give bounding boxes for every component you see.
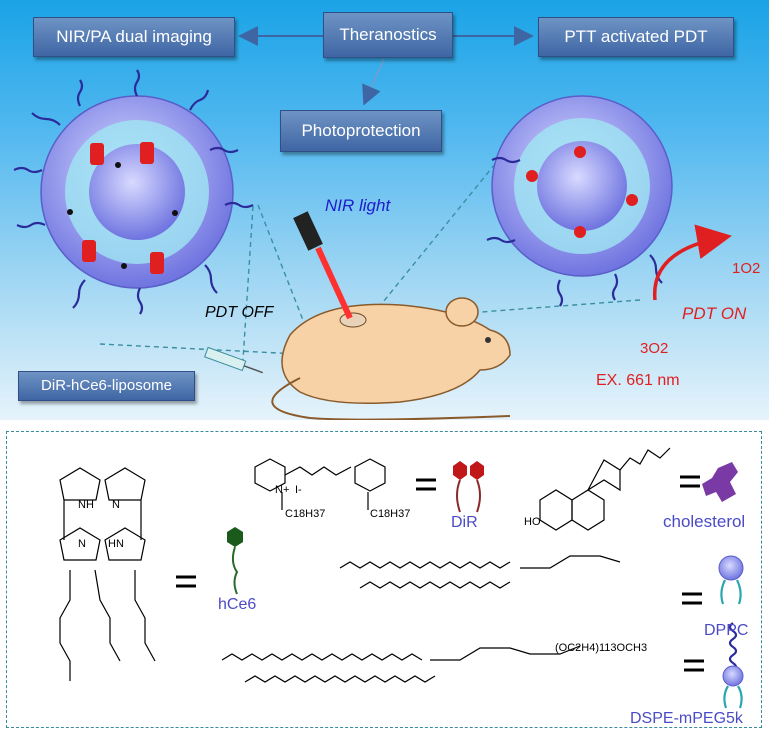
cholesterol-icon [702, 462, 738, 502]
nh-label: NH [78, 499, 94, 511]
dir-label: DiR [451, 514, 478, 531]
mouse [271, 297, 511, 420]
theranostics-box: Theranostics [323, 12, 453, 58]
iodide-label: I- [295, 484, 302, 496]
nplus-label: N+ [275, 484, 290, 496]
pdt-on-label: PDT ON [682, 304, 747, 323]
hn-label: HN [108, 538, 124, 550]
dppc-icon [718, 555, 744, 605]
nir-pa-imaging-box: NIR/PA dual imaging [33, 17, 235, 57]
syringe [204, 346, 264, 374]
dppc-label: DPPC [704, 622, 749, 639]
laser [293, 211, 353, 320]
photoprotection-box: Photoprotection [280, 110, 442, 152]
c18-left: C18H37 [285, 508, 326, 520]
components-panel [6, 431, 762, 728]
singlet-oxygen-label: 1O2 [732, 260, 761, 277]
ho-label: HO [524, 516, 541, 528]
hce6-label: hCe6 [218, 596, 257, 613]
dspe-label: DSPE-mPEG5k [630, 710, 743, 727]
n-label-1: N [112, 499, 120, 511]
triplet-oxygen-label: 3O2 [640, 340, 669, 357]
excitation-label: EX. 661 nm [596, 372, 680, 389]
nir-light-label: NIR light [325, 196, 391, 215]
dspe-icon [722, 622, 744, 709]
dir-icon [453, 461, 484, 513]
peg-label: (OC2H4)113OCH3 [555, 642, 648, 654]
pdt-off-label: PDT OFF [205, 304, 274, 321]
n-label-2: N [78, 538, 86, 550]
schematic-connectors [13, 26, 732, 420]
cholesterol-label: cholesterol [663, 512, 746, 531]
liposome-on [486, 95, 673, 307]
ptt-pdt-box: PTT activated PDT [538, 17, 734, 57]
liposome-label-box: DiR-hCe6-liposome [18, 371, 195, 401]
hce6-icon [227, 527, 243, 595]
liposome-off [13, 69, 254, 315]
c18-right: C18H37 [370, 508, 411, 520]
